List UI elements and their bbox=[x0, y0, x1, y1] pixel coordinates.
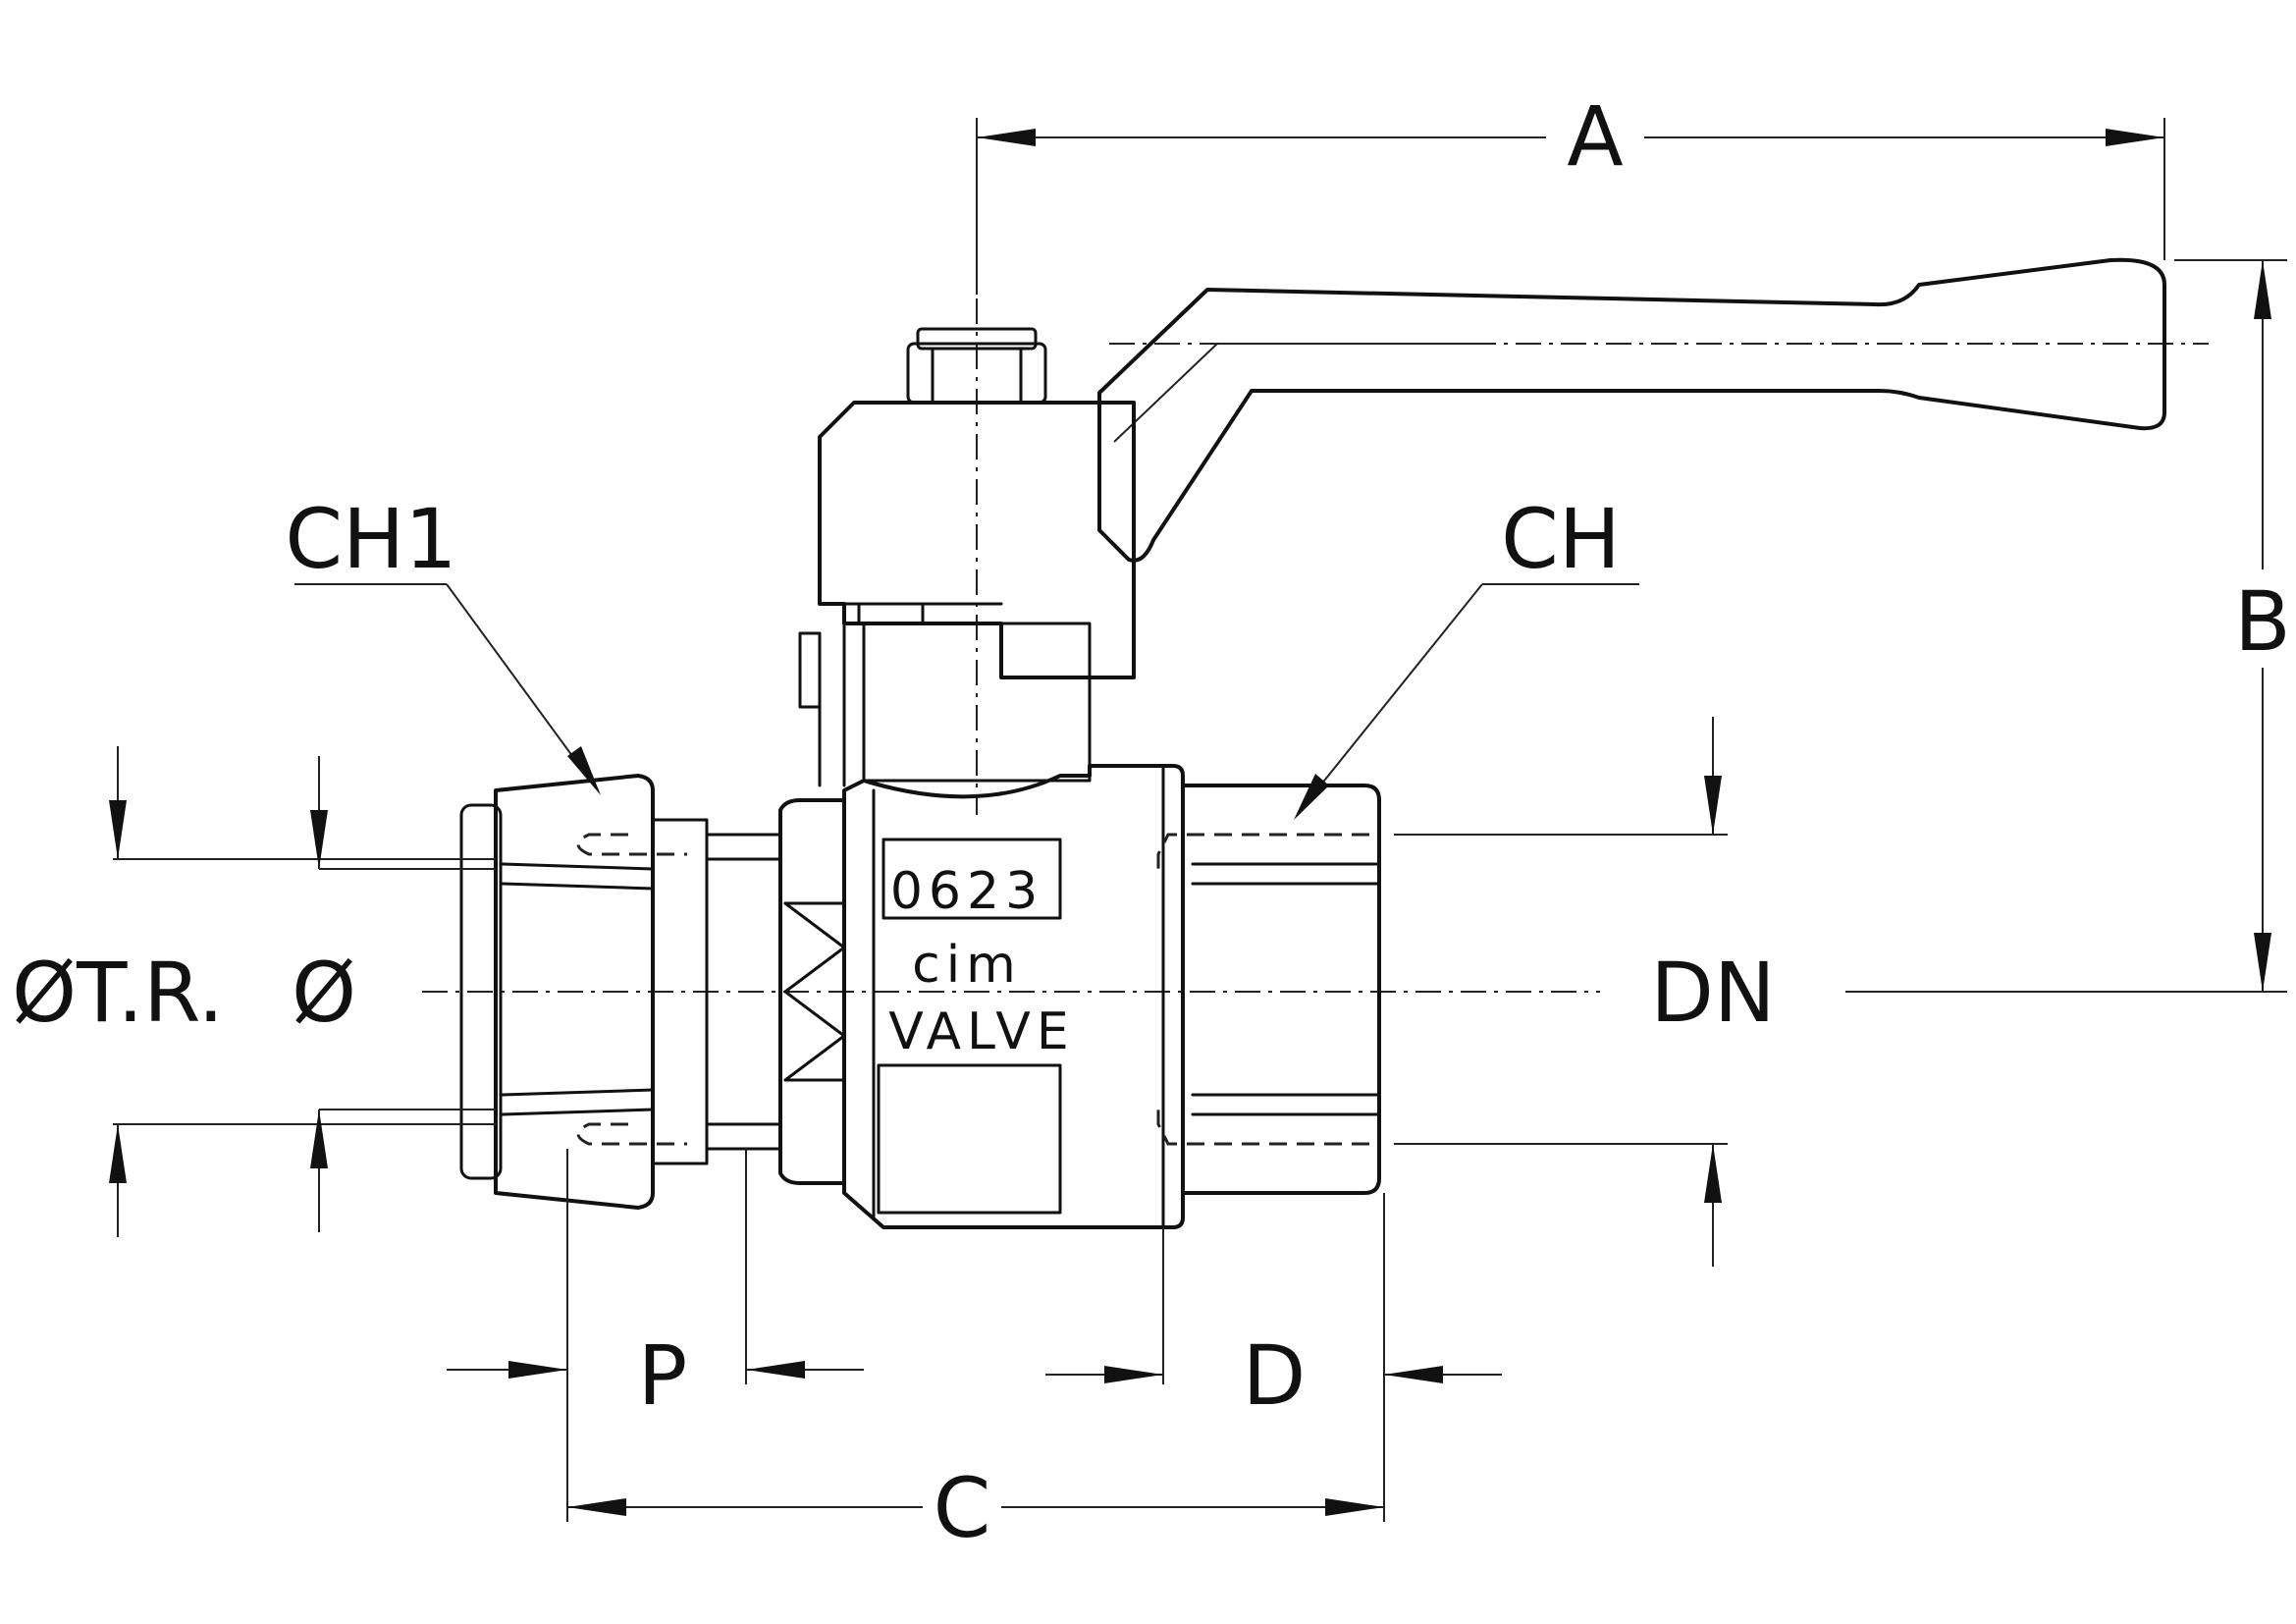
lever-boss bbox=[818, 401, 1136, 679]
label-ch1: CH1 bbox=[285, 491, 456, 587]
label-a: A bbox=[1567, 88, 1623, 185]
label-c: C bbox=[934, 1460, 991, 1556]
stem-neck bbox=[798, 622, 1092, 787]
compression-nut bbox=[459, 774, 782, 1210]
dimension-labels: A B C D P DN CH CH1 ØT.R. Ø bbox=[12, 88, 2291, 1556]
label-dn: DN bbox=[1650, 945, 1776, 1041]
lever-handle bbox=[1097, 257, 2166, 563]
label-d: D bbox=[1243, 1327, 1307, 1424]
marking-brand: cim bbox=[912, 936, 1022, 995]
dimension-lines bbox=[109, 118, 2287, 1522]
center-lines bbox=[422, 118, 2209, 993]
label-o: Ø bbox=[292, 945, 356, 1041]
label-b: B bbox=[2234, 573, 2291, 670]
marking-code: 0623 bbox=[890, 862, 1043, 921]
label-otr: ØT.R. bbox=[12, 945, 224, 1041]
outlet-end bbox=[1156, 784, 1381, 1195]
marking-word: VALVE bbox=[888, 1002, 1075, 1061]
label-p: P bbox=[638, 1327, 688, 1424]
body-marking: 0623 cim VALVE bbox=[888, 862, 1075, 1061]
valve-body bbox=[842, 764, 1185, 1229]
label-ch: CH bbox=[1501, 491, 1621, 587]
inlet-hex bbox=[778, 798, 846, 1185]
